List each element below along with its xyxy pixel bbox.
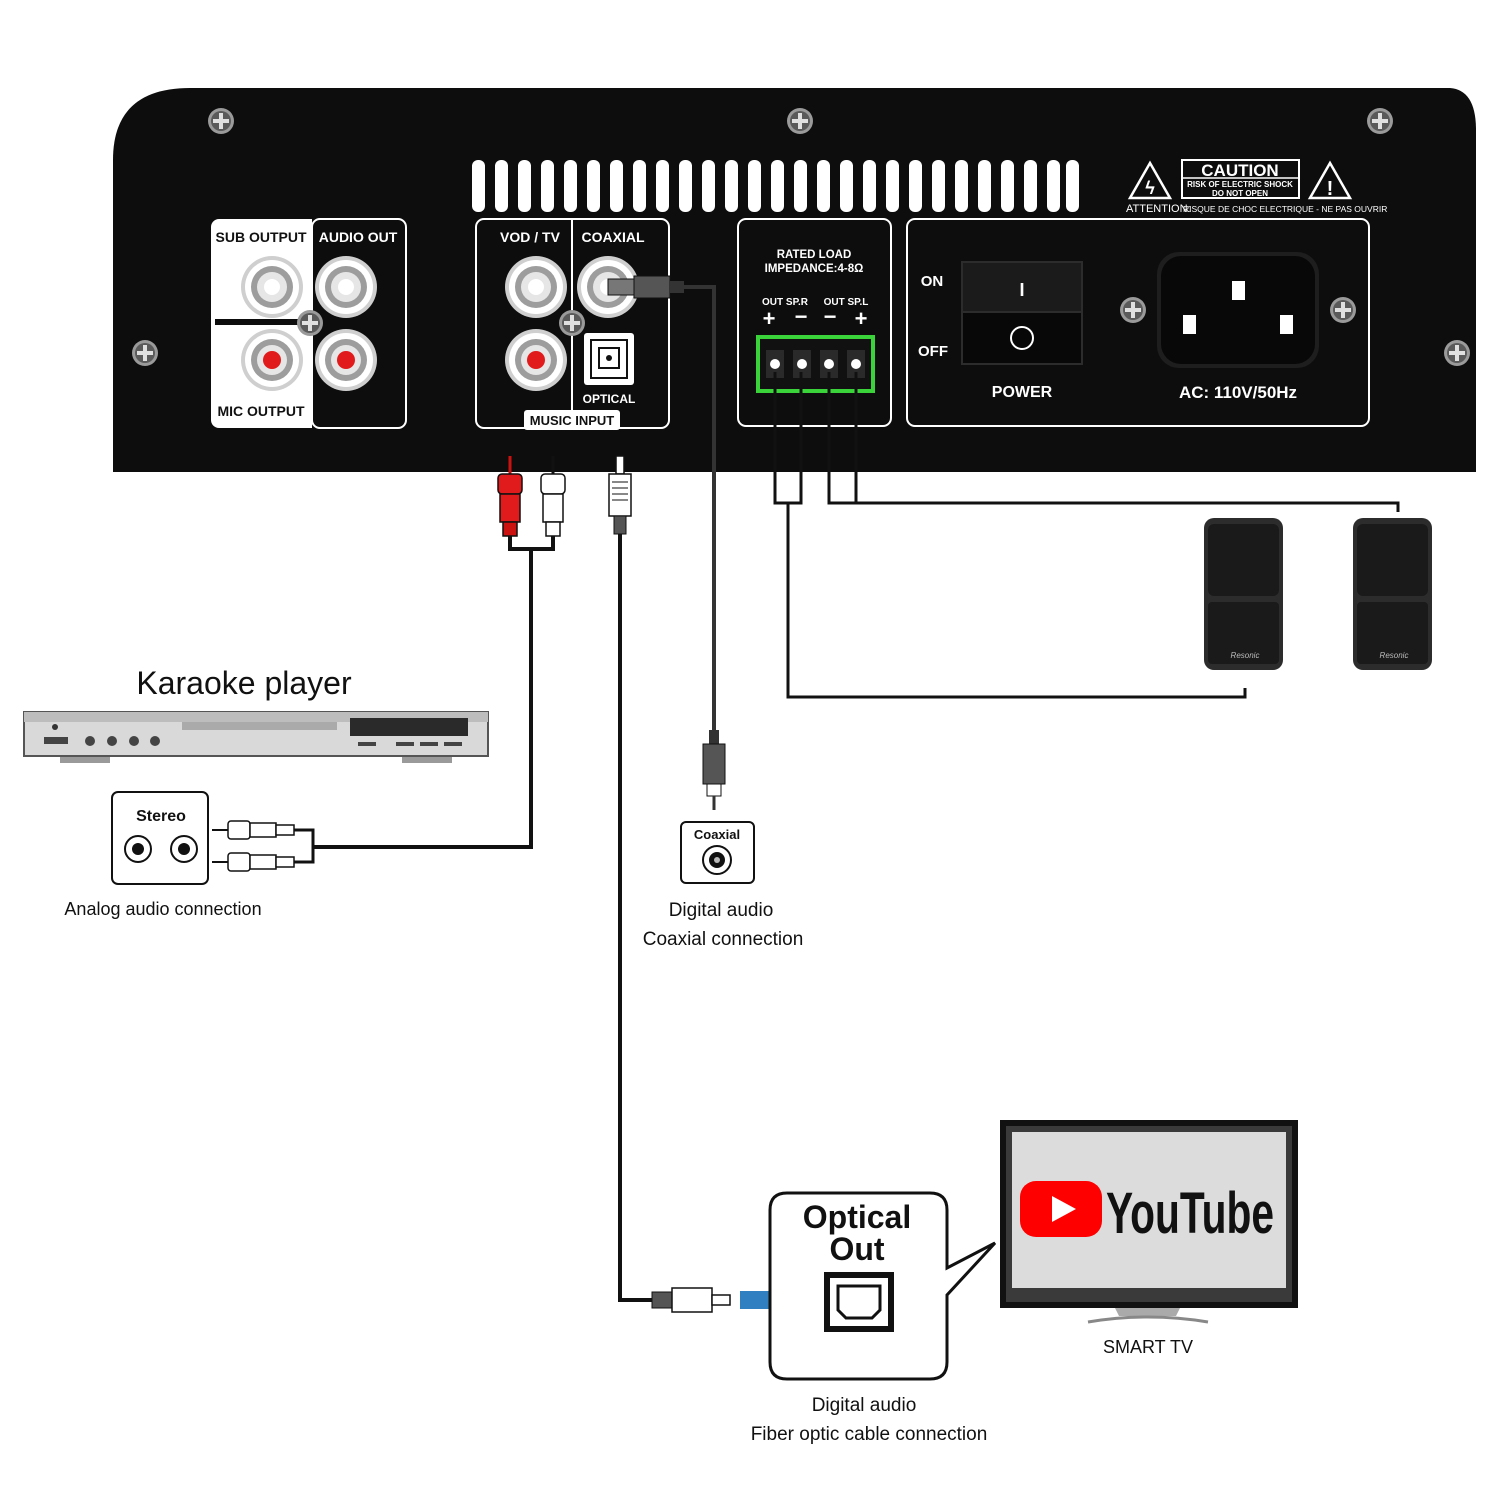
optical-plug-bottom	[651, 1287, 731, 1313]
speaker-left: Resonic	[1353, 518, 1432, 670]
screw-icon	[297, 310, 323, 336]
svg-text:CAUTION: CAUTION	[1201, 161, 1278, 180]
svg-text:+: +	[763, 306, 776, 331]
svg-text:ON: ON	[921, 273, 944, 290]
optical-caption-line1: Digital audio	[812, 1395, 917, 1416]
optical-port-icon	[824, 1272, 894, 1332]
analog-cable	[313, 536, 555, 849]
caution-label: ϟ CAUTION RISK OF ELECTRIC SHOCK DO NOT …	[1126, 159, 1387, 215]
screw-icon	[1330, 297, 1356, 323]
svg-text:RISQUE DE CHOC ELECTRIQUE - NE: RISQUE DE CHOC ELECTRIQUE - NE PAS OUVRI…	[1183, 204, 1387, 214]
screw-icon	[132, 340, 158, 366]
optical-cable	[618, 534, 660, 1302]
coaxial-plug-bottom	[702, 730, 726, 810]
svg-text:SUB OUTPUT: SUB OUTPUT	[216, 229, 307, 245]
svg-text:AUDIO OUT: AUDIO OUT	[319, 229, 398, 245]
mic-output-jack	[241, 329, 303, 391]
svg-text:!: !	[1327, 178, 1334, 200]
svg-text:−: −	[824, 304, 837, 329]
screw-icon	[1120, 297, 1146, 323]
screw-icon	[1444, 340, 1470, 366]
optical-out-callout: Optical Out	[768, 1191, 997, 1381]
svg-text:+: +	[855, 306, 868, 331]
screw-icon	[1367, 108, 1393, 134]
coaxial-plug-top	[607, 275, 684, 299]
svg-text:OUT SP.R: OUT SP.R	[762, 297, 809, 308]
audio-out-right-jack	[315, 329, 377, 391]
optical-port-icon	[584, 333, 634, 385]
svg-text:AC: 110V/50Hz: AC: 110V/50Hz	[1179, 383, 1297, 402]
optical-caption-line2: Fiber optic cable connection	[751, 1424, 988, 1445]
music-input-section: VOD / TV COAXIAL OPTICAL MUSIC INPUT	[475, 218, 670, 430]
analog-caption: Analog audio connection	[64, 899, 261, 919]
coaxial-output-box: Coaxial	[680, 821, 755, 884]
svg-text:Optical: Optical	[803, 1199, 911, 1235]
vod-tv-right-jack	[505, 329, 567, 391]
svg-text:ϟ: ϟ	[1145, 178, 1155, 198]
svg-text:RISK OF ELECTRIC SHOCK: RISK OF ELECTRIC SHOCK	[1187, 180, 1293, 189]
vent-slots	[472, 160, 1079, 212]
exclamation-warning-icon	[1307, 160, 1353, 200]
svg-text:RATED LOAD: RATED LOAD	[777, 249, 852, 261]
svg-text:COAXIAL: COAXIAL	[582, 229, 645, 245]
amplifier-back-panel	[113, 88, 1476, 472]
svg-text:MIC OUTPUT: MIC OUTPUT	[217, 403, 305, 419]
screw-icon	[787, 108, 813, 134]
svg-text:OUT SP.L: OUT SP.L	[824, 297, 869, 308]
svg-text:I: I	[1019, 280, 1024, 300]
svg-text:ATTENTION:: ATTENTION:	[1126, 203, 1191, 215]
karaoke-player-title: Karaoke player	[136, 665, 352, 701]
audio-out-left-jack	[315, 256, 377, 318]
svg-text:−: −	[795, 304, 808, 329]
svg-text:VOD / TV: VOD / TV	[500, 229, 561, 245]
optical-plug-top	[608, 455, 632, 535]
speaker-right: Resonic	[1204, 518, 1283, 670]
screw-icon	[559, 310, 585, 336]
coaxial-cable	[684, 285, 716, 735]
svg-text:YouTube: YouTube	[1106, 1181, 1274, 1246]
svg-text:MUSIC INPUT: MUSIC INPUT	[530, 413, 615, 428]
karaoke-player-device	[23, 711, 489, 763]
svg-text:Out: Out	[829, 1231, 884, 1267]
vod-tv-left-jack	[505, 256, 567, 318]
power-section: ON OFF I POWER AC: 110V/50Hz	[906, 218, 1370, 427]
smart-tv: YouTube	[1000, 1120, 1298, 1324]
rca-plugs	[497, 456, 566, 537]
sub-output-jack	[241, 256, 303, 318]
coaxial-caption-line1: Digital audio	[669, 900, 774, 921]
speaker-wires	[773, 372, 1400, 699]
ac-power-socket	[1157, 252, 1319, 368]
stereo-output-box: Stereo	[111, 791, 209, 885]
stereo-plugs	[212, 820, 315, 872]
output-section: SUB OUTPUT AUDIO OUT MIC OUTPUT	[211, 218, 407, 429]
svg-text:POWER: POWER	[992, 384, 1053, 401]
power-rocker-switch: I	[961, 261, 1083, 365]
svg-text:Stereo: Stereo	[136, 808, 186, 825]
coaxial-caption-line2: Coaxial connection	[643, 929, 804, 950]
svg-text:IMPEDANCE:4-8Ω: IMPEDANCE:4-8Ω	[765, 263, 864, 275]
svg-text:DO NOT OPEN: DO NOT OPEN	[1212, 189, 1268, 198]
electric-shock-warning-icon	[1127, 160, 1173, 200]
youtube-logo: YouTube	[1020, 1181, 1274, 1246]
svg-text:Coaxial: Coaxial	[694, 827, 740, 842]
svg-text:OPTICAL: OPTICAL	[583, 392, 636, 406]
svg-text:Resonic: Resonic	[1231, 651, 1260, 660]
svg-text:OFF: OFF	[918, 343, 948, 360]
speaker-output-section: RATED LOAD IMPEDANCE:4-8Ω OUT SP.R OUT S…	[737, 218, 892, 427]
screw-icon	[208, 108, 234, 134]
smart-tv-label: SMART TV	[1103, 1337, 1193, 1357]
svg-text:Resonic: Resonic	[1380, 651, 1409, 660]
